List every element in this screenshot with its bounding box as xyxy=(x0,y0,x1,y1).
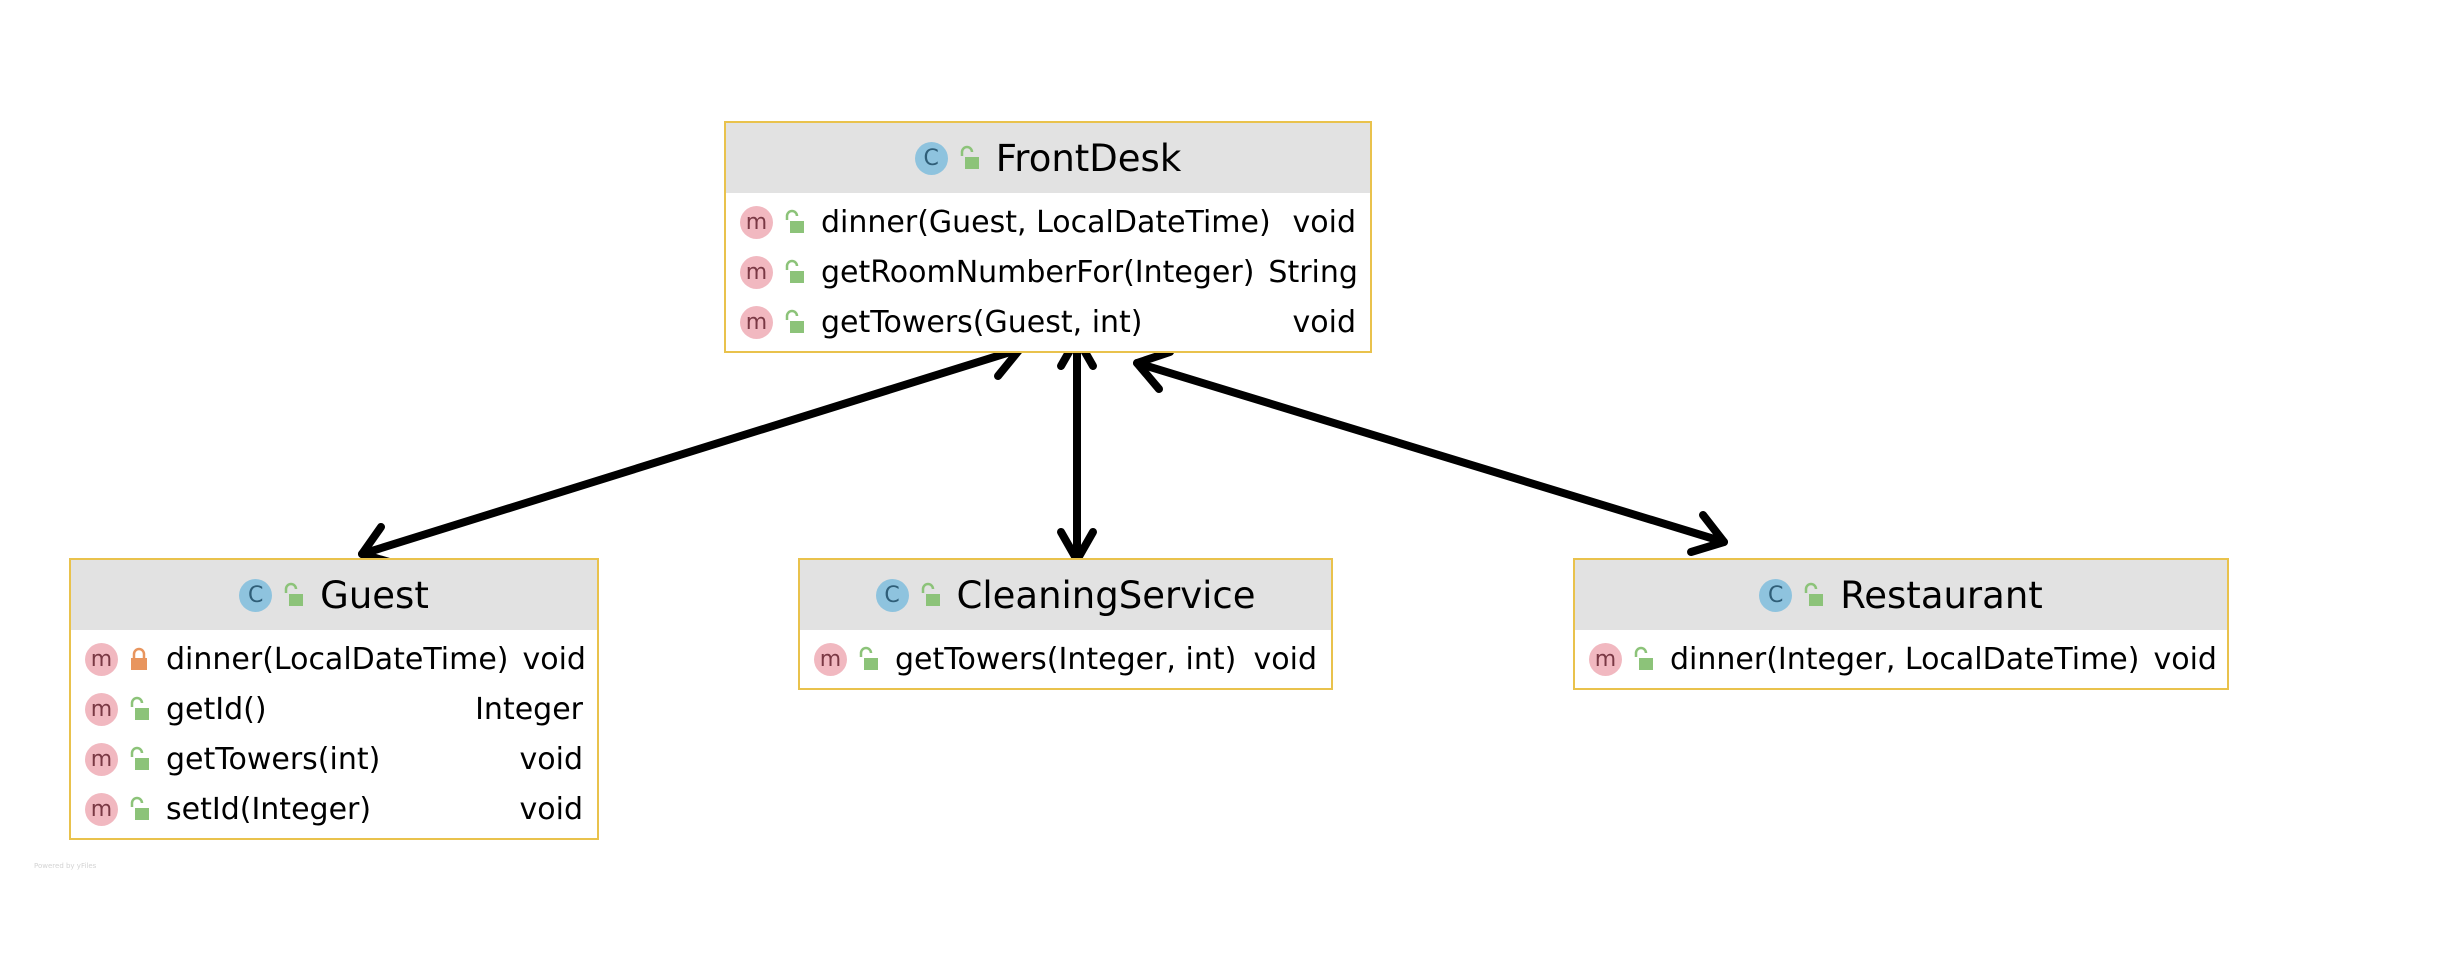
method-row[interactable]: m getId() Integer xyxy=(71,684,597,734)
class-cleaningservice[interactable]: C CleaningService m getTowers(Integer, i… xyxy=(798,558,1333,690)
edge-frontdesk-cleaningservice xyxy=(1057,334,1097,564)
method-row[interactable]: m dinner(LocalDateTime) void xyxy=(71,634,597,684)
method-row[interactable]: m dinner(Guest, LocalDateTime) void xyxy=(726,197,1370,247)
public-lock-icon xyxy=(785,259,804,283)
class-header: C FrontDesk xyxy=(726,123,1370,193)
method-name: getRoomNumberFor(Integer) xyxy=(821,254,1255,290)
public-lock-icon xyxy=(859,646,878,670)
footer-credit: Powered by yFiles xyxy=(34,862,97,870)
method-return-type: String xyxy=(1268,254,1358,290)
method-return-type: void xyxy=(522,641,586,677)
method-icon: m xyxy=(740,255,773,289)
method-icon: m xyxy=(85,742,118,776)
method-icon: m xyxy=(814,642,847,676)
method-icon: m xyxy=(85,642,118,676)
method-icon: m xyxy=(740,305,773,339)
class-restaurant[interactable]: C Restaurant m dinner(Integer, LocalDate… xyxy=(1573,558,2229,690)
edge-frontdesk-restaurant xyxy=(1133,348,1728,556)
method-icon: m xyxy=(85,792,118,826)
method-name: setId(Integer) xyxy=(166,791,372,827)
method-return-type: void xyxy=(519,741,584,777)
private-lock-icon xyxy=(131,647,147,670)
method-name: getTowers(Guest, int) xyxy=(821,304,1143,340)
method-return-type: Integer xyxy=(475,691,583,727)
method-name: getTowers(int) xyxy=(166,741,381,777)
method-list: m dinner(LocalDateTime) void m getId() I… xyxy=(71,630,597,838)
method-return-type: void xyxy=(519,791,584,827)
method-list: m dinner(Integer, LocalDateTime) void xyxy=(1575,630,2227,688)
class-guest[interactable]: C Guest m dinner(LocalDateTime) void m g… xyxy=(69,558,599,840)
public-lock-icon xyxy=(130,696,149,720)
edge-frontdesk-guest xyxy=(358,335,1024,568)
method-return-type: void xyxy=(2153,641,2217,677)
class-header: C Guest xyxy=(71,560,597,630)
class-icon: C xyxy=(914,141,948,175)
method-name: dinner(Guest, LocalDateTime) xyxy=(821,204,1271,240)
method-row[interactable]: m setId(Integer) void xyxy=(71,784,597,834)
method-list: m dinner(Guest, LocalDateTime) void m ge… xyxy=(726,193,1370,351)
public-lock-icon xyxy=(284,582,304,606)
method-name: dinner(Integer, LocalDateTime) xyxy=(1670,641,2140,677)
public-lock-icon xyxy=(130,746,149,770)
method-row[interactable]: m getRoomNumberFor(Integer) String xyxy=(726,247,1370,297)
method-icon: m xyxy=(740,205,773,239)
method-return-type: void xyxy=(1292,204,1357,240)
public-lock-icon xyxy=(1634,646,1653,670)
public-lock-icon xyxy=(960,145,979,169)
public-lock-icon xyxy=(130,796,149,820)
method-return-type: void xyxy=(1253,641,1318,677)
method-list: m getTowers(Integer, int) void xyxy=(800,630,1331,688)
method-icon: m xyxy=(1589,642,1622,676)
class-header: C Restaurant xyxy=(1575,560,2227,630)
method-row[interactable]: m getTowers(Guest, int) void xyxy=(726,297,1370,347)
method-name: getId() xyxy=(166,691,267,727)
method-row[interactable]: m getTowers(Integer, int) void xyxy=(800,634,1331,684)
method-name: getTowers(Integer, int) xyxy=(895,641,1237,677)
method-name: dinner(LocalDateTime) xyxy=(166,641,509,677)
public-lock-icon xyxy=(1804,582,1824,606)
class-icon: C xyxy=(239,578,273,612)
class-name: Restaurant xyxy=(1840,573,2043,617)
public-lock-icon xyxy=(921,582,940,606)
public-lock-icon xyxy=(785,309,804,333)
class-icon: C xyxy=(1759,578,1793,612)
method-row[interactable]: m dinner(Integer, LocalDateTime) void xyxy=(1575,634,2227,684)
method-icon: m xyxy=(85,692,118,726)
method-return-type: void xyxy=(1292,304,1357,340)
public-lock-icon xyxy=(785,209,804,233)
class-name: CleaningService xyxy=(956,573,1256,617)
method-row[interactable]: m getTowers(int) void xyxy=(71,734,597,784)
class-icon: C xyxy=(875,578,909,612)
class-header: C CleaningService xyxy=(800,560,1331,630)
class-name: FrontDesk xyxy=(995,136,1182,180)
class-name: Guest xyxy=(320,573,429,617)
class-frontdesk[interactable]: C FrontDesk m dinner(Guest, LocalDateTim… xyxy=(724,121,1372,353)
